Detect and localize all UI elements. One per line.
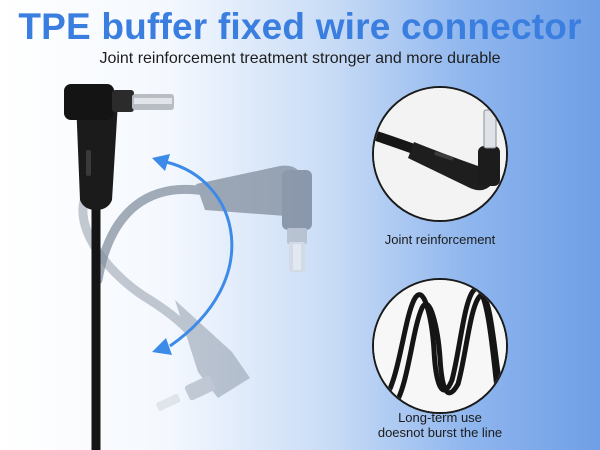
joint-reinforcement-label: Joint reinforcement bbox=[384, 232, 496, 247]
long-term-use-label-line2: doesnot burst the line bbox=[377, 425, 503, 440]
page-title: TPE buffer fixed wire connector bbox=[18, 6, 582, 47]
rotation-arrow bbox=[152, 154, 234, 355]
main-cable bbox=[64, 84, 174, 450]
long-term-use-label: Long-term use doesnot burst the line bbox=[340, 410, 540, 440]
page-subtitle: Joint reinforcement treatment stronger a… bbox=[99, 50, 501, 67]
coiled-cable-image bbox=[374, 280, 506, 412]
ghost-cable-upper bbox=[93, 165, 312, 285]
joint-closeup-image bbox=[374, 88, 506, 220]
long-term-use-label-line1: Long-term use bbox=[398, 410, 482, 425]
long-term-use-callout bbox=[372, 278, 508, 414]
joint-reinforcement-callout bbox=[372, 86, 508, 222]
